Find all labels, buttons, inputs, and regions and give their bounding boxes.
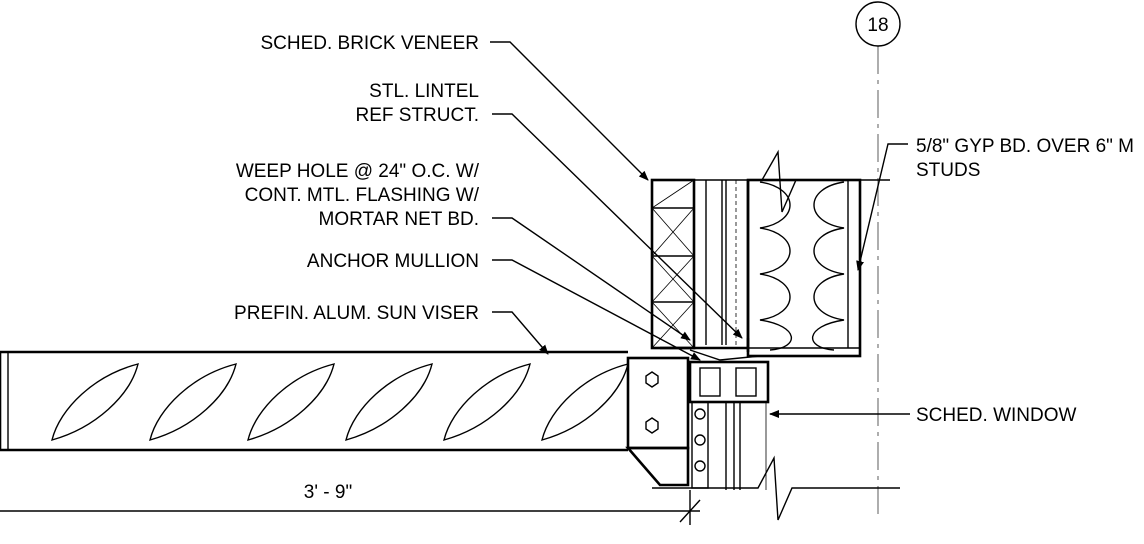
brick-veneer (650, 178, 761, 361)
visor-blade-4 (345, 363, 433, 441)
annotation-labels: SCHED. BRICK VENEER STL. LINTEL REF STRU… (234, 33, 1134, 426)
visor-blade-2 (149, 363, 237, 441)
grid-bubble (855, 1, 901, 47)
label-weep-line3: MORTAR NET BD. (319, 209, 479, 230)
visor-blade-1 (51, 363, 139, 441)
label-weep-line2: CONT. MTL. FLASHING W/ (245, 185, 480, 206)
dimension-line: 3' - 9" (0, 482, 701, 525)
grid-line-18: 18 (855, 1, 901, 520)
label-gyp-line2: STUDS (916, 160, 980, 181)
label-weep-line1: WEEP HOLE @ 24" O.C. W/ (236, 161, 480, 182)
leader-lines (490, 41, 910, 418)
label-anchor-mullion: ANCHOR MULLION (307, 251, 479, 272)
grid-bubble-label: 18 (867, 15, 888, 36)
dimension-label: 3' - 9" (304, 482, 352, 503)
batt-insulation (746, 178, 862, 358)
label-window: SCHED. WINDOW (916, 405, 1077, 426)
sun-visor (0, 350, 690, 487)
visor-blade-3 (247, 363, 335, 441)
label-lintel-line1: STL. LINTEL (369, 81, 479, 102)
label-gyp-line1: 5/8" GYP BD. OVER 6" M (916, 136, 1134, 157)
label-lintel-line2: REF STRUCT. (356, 105, 480, 126)
visor-blade-5 (443, 363, 531, 441)
break-line-top (652, 149, 890, 213)
window-frame (688, 360, 770, 490)
label-brick-veneer: SCHED. BRICK VENEER (260, 33, 479, 54)
visor-blade-6 (541, 363, 629, 441)
label-sun-viser: PREFIN. ALUM. SUN VISER (234, 303, 479, 324)
